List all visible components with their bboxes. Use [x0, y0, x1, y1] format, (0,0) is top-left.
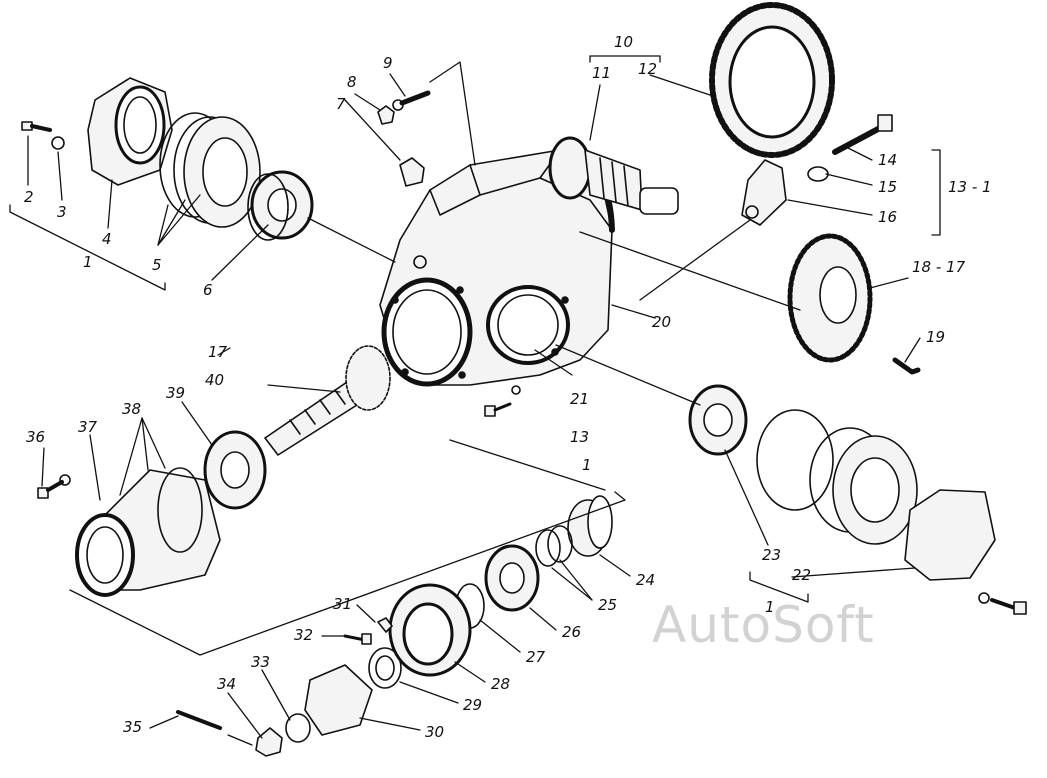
label-13-lower: 13 [570, 428, 590, 446]
label-23: 23 [762, 546, 782, 564]
right-gaskets [756, 409, 918, 545]
label-34: 34 [217, 675, 237, 693]
pin-19 [892, 357, 921, 375]
nut-31 [377, 617, 393, 633]
label-2: 2 [24, 188, 34, 206]
pinion-shaft-40 [264, 345, 391, 456]
label-7: 7 [336, 95, 346, 113]
bolt-2 [21, 121, 52, 132]
bevel-gear-18 [787, 233, 873, 363]
bearing-39 [203, 430, 267, 510]
label-12: 12 [638, 60, 658, 78]
label-22: 22 [792, 566, 812, 584]
flange-30 [304, 664, 373, 736]
label-5: 5 [152, 256, 162, 274]
washer-15 [807, 166, 829, 182]
label-4: 4 [102, 230, 112, 248]
right-cover-22 [904, 489, 996, 581]
stud-9 [392, 90, 431, 111]
label-29: 29 [463, 696, 483, 714]
label-1-center: 1 [582, 456, 592, 474]
bearing-cap-16 [741, 159, 787, 226]
label-20: 20 [652, 313, 672, 331]
label-25: 25 [598, 596, 618, 614]
sleeve-24 [567, 495, 613, 557]
rings-25 [535, 525, 573, 567]
label-10: 10 [614, 33, 634, 51]
label-13-1: 13 - 1 [948, 178, 992, 196]
right-bolt [978, 592, 1027, 615]
bearing-housing-28 [388, 583, 472, 677]
bearing-26 [484, 544, 540, 612]
seal-29 [368, 647, 402, 689]
label-19: 19 [926, 328, 946, 346]
label-37: 37 [78, 418, 98, 436]
nut-8 [377, 105, 395, 125]
drive-pinion-11 [548, 136, 679, 215]
label-36: 36 [26, 428, 46, 446]
label-26: 26 [562, 623, 582, 641]
label-35: 35 [123, 718, 143, 736]
plug-7 [399, 157, 425, 187]
label-30: 30 [425, 723, 445, 741]
label-6: 6 [203, 281, 213, 299]
label-1-right: 1 [765, 598, 775, 616]
bolt-14 [832, 114, 893, 155]
washer-3 [51, 136, 65, 150]
right-bearing-23 [688, 384, 748, 456]
label-28: 28 [491, 675, 511, 693]
left-flange-cover [87, 77, 173, 186]
label-18-17: 18 - 17 [912, 258, 966, 276]
nut-34 [255, 727, 283, 757]
label-17: 17 [208, 343, 228, 361]
label-15: 15 [878, 178, 898, 196]
label-27: 27 [526, 648, 546, 666]
label-40: 40 [205, 371, 225, 389]
cotter-pin-35 [176, 710, 222, 730]
label-33: 33 [251, 653, 271, 671]
label-32: 32 [294, 626, 314, 644]
housing [379, 147, 615, 387]
label-38: 38 [122, 400, 142, 418]
label-31: 31 [333, 595, 353, 613]
leader-lines [9, 55, 941, 746]
label-1-left: 1 [83, 253, 93, 271]
label-3: 3 [57, 203, 67, 221]
label-14: 14 [878, 151, 898, 169]
bolt-32 [343, 633, 372, 645]
label-11: 11 [592, 64, 612, 82]
label-16: 16 [878, 208, 898, 226]
watermark: AutoSoft [652, 596, 875, 654]
label-39: 39 [166, 384, 186, 402]
left-bearing [247, 170, 314, 241]
label-8: 8 [347, 73, 357, 91]
bolt-21 [484, 385, 521, 417]
washer-33 [285, 713, 311, 743]
bolt-36 [37, 474, 71, 499]
left-gaskets [159, 112, 261, 228]
ring-gear-12 [709, 2, 835, 158]
label-9: 9 [383, 54, 393, 72]
pinion-housing-37 [75, 467, 221, 597]
label-24: 24 [636, 571, 656, 589]
label-21: 21 [570, 390, 590, 408]
